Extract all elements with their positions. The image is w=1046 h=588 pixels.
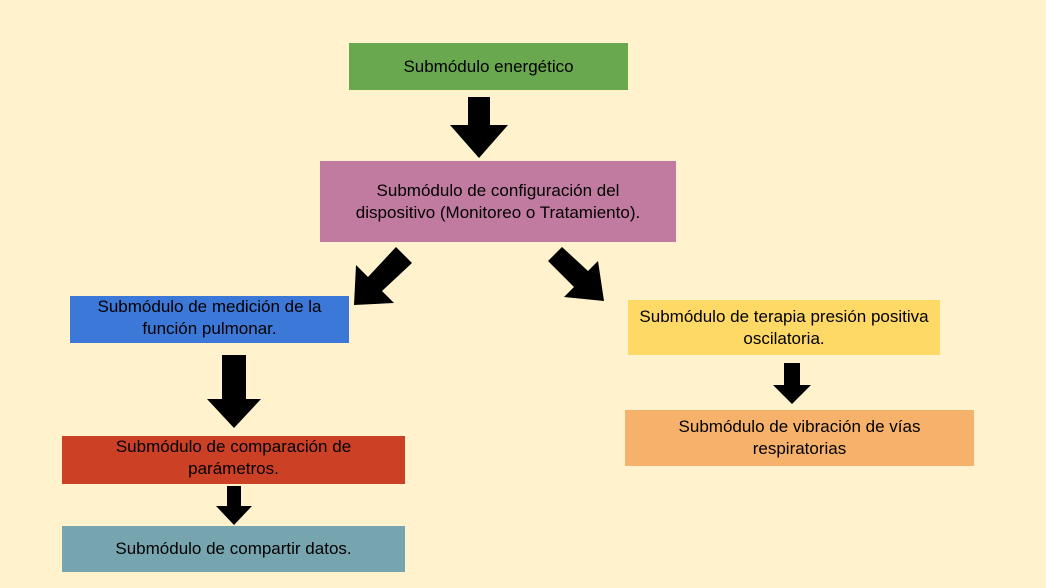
arrow-configuracion-to-medicion — [354, 247, 412, 305]
node-comparacion-label: Submódulo de comparación de parámetros. — [115, 437, 352, 478]
node-terapia: Submódulo de terapia presión positiva os… — [628, 300, 940, 355]
node-comparacion: Submódulo de comparación de parámetros. — [62, 436, 405, 484]
arrow-terapia-to-vibracion — [773, 363, 811, 404]
node-configuracion-label: Submódulo de configuración del dispositi… — [355, 180, 641, 222]
node-medicion-label: Submódulo de medición de la función pulm… — [97, 297, 322, 338]
node-compartir-label: Submódulo de compartir datos. — [115, 539, 352, 558]
node-configuracion: Submódulo de configuración del dispositi… — [320, 161, 676, 242]
node-terapia-label: Submódulo de terapia presión positiva os… — [639, 306, 929, 348]
node-vibracion-label: Submódulo de vibración de vías respirato… — [678, 417, 921, 458]
node-energetico: Submódulo energético — [349, 43, 628, 90]
arrow-comparacion-to-compartir — [216, 486, 252, 525]
node-medicion: Submódulo de medición de la función pulm… — [70, 296, 349, 343]
node-energetico-label: Submódulo energético — [403, 56, 574, 76]
node-vibracion: Submódulo de vibración de vías respirato… — [625, 410, 974, 466]
arrow-energetico-to-configuracion — [450, 97, 508, 158]
arrow-medicion-to-comparacion — [207, 355, 261, 428]
node-compartir: Submódulo de compartir datos. — [62, 526, 405, 572]
arrow-configuracion-to-terapia — [548, 247, 604, 301]
